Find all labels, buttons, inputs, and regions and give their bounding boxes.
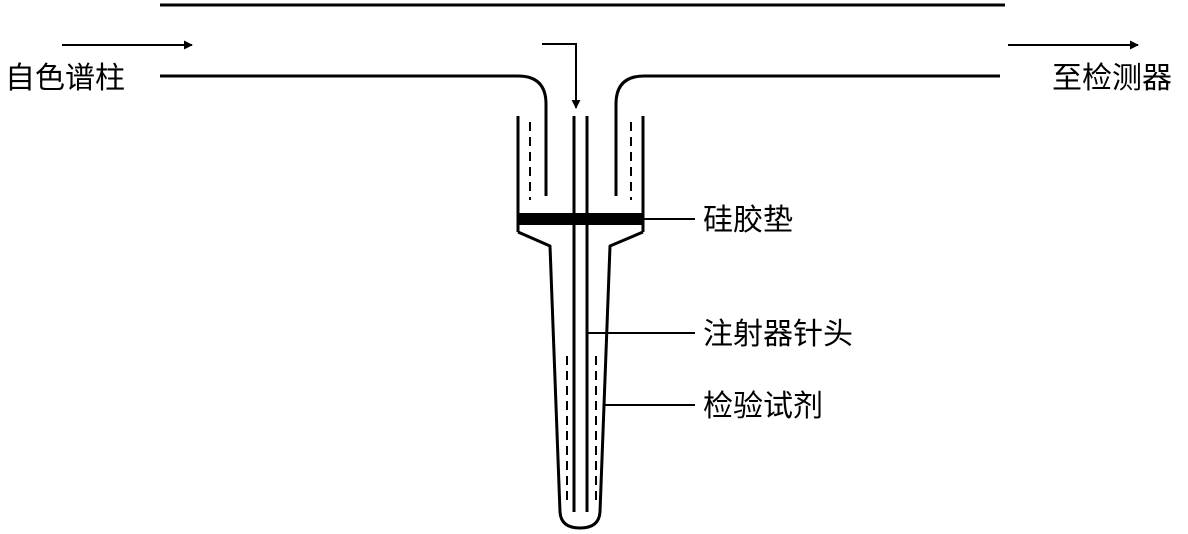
detector-outlet-tube [614, 74, 1000, 196]
reagent-label: 检验试剂 [703, 389, 823, 424]
tapered-tube [517, 230, 644, 530]
inlet-label: 自色谱柱 [5, 61, 125, 96]
needle-insertion-arrow [542, 43, 581, 109]
needle-label: 注射器针头 [703, 317, 853, 352]
septum-label: 硅胶垫 [703, 203, 793, 238]
silicone-septum [518, 213, 643, 225]
outlet-label: 至检测器 [1052, 61, 1172, 96]
column-inlet-tube [160, 74, 548, 196]
